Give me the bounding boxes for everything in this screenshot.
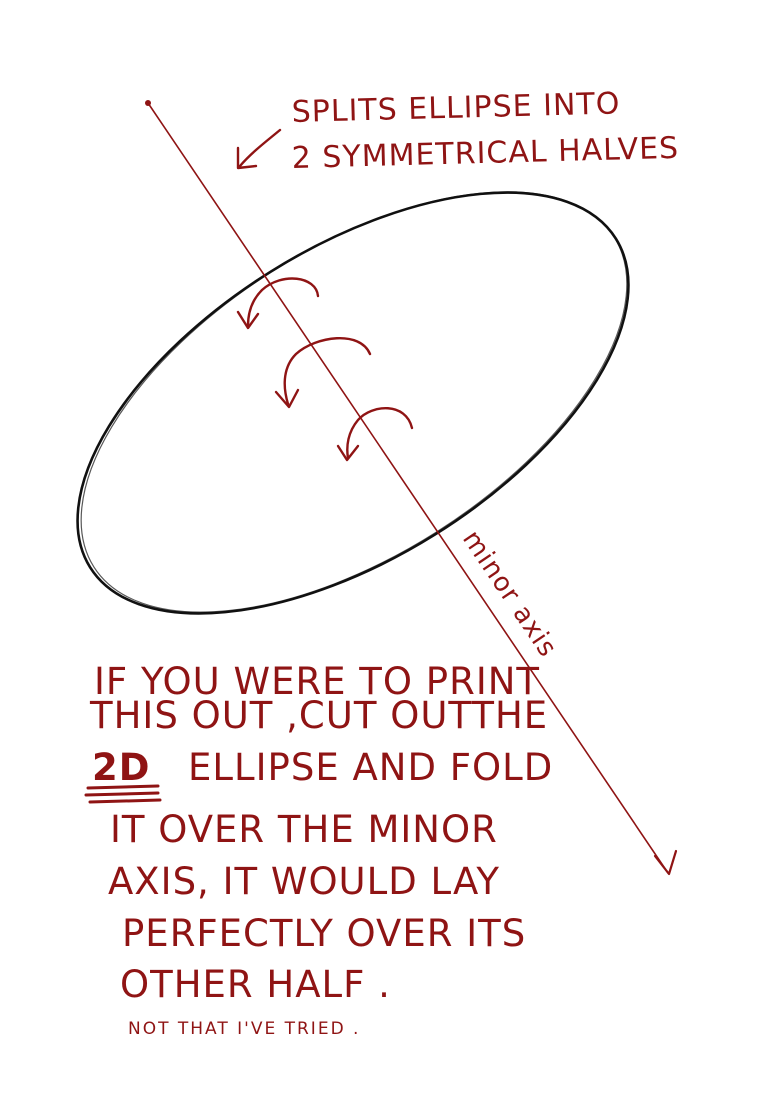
emphasis-underline xyxy=(84,784,162,804)
minor-axis-line xyxy=(145,100,678,876)
footnote: NOT THAT I'VE TRIED . xyxy=(128,1019,360,1039)
emphasis-2d: 2D xyxy=(92,746,150,789)
explanation-line-6: PERFECTLY OVER ITS xyxy=(122,912,526,955)
fold-arrow-icon xyxy=(236,277,320,330)
pointer-arrow-icon xyxy=(236,128,282,170)
annotation-line-2: 2 SYMMETRICAL HALVES xyxy=(291,131,679,176)
explanation-line-4: IT OVER THE MINOR xyxy=(110,808,498,851)
explanation-line-3: ELLIPSE AND FOLD xyxy=(188,746,553,789)
explanation-line-1: IF YOU WERE TO PRINT xyxy=(94,660,540,703)
explanation-line-7: OTHER HALF . xyxy=(120,963,391,1006)
axis-arrowhead-icon xyxy=(653,849,678,876)
fold-arrow-icon xyxy=(274,337,372,409)
explanation-line-5: AXIS, IT WOULD LAY xyxy=(108,860,500,903)
axis-label: minor axis xyxy=(456,525,563,663)
annotation-line-1: SPLITS ELLIPSE INTO xyxy=(291,86,620,130)
ellipse-outline xyxy=(76,191,630,615)
explanation-line-2: THIS OUT ,CUT OUTTHE xyxy=(89,694,548,737)
axis-start-dot xyxy=(145,100,151,106)
fold-arrow-icon xyxy=(336,407,414,462)
